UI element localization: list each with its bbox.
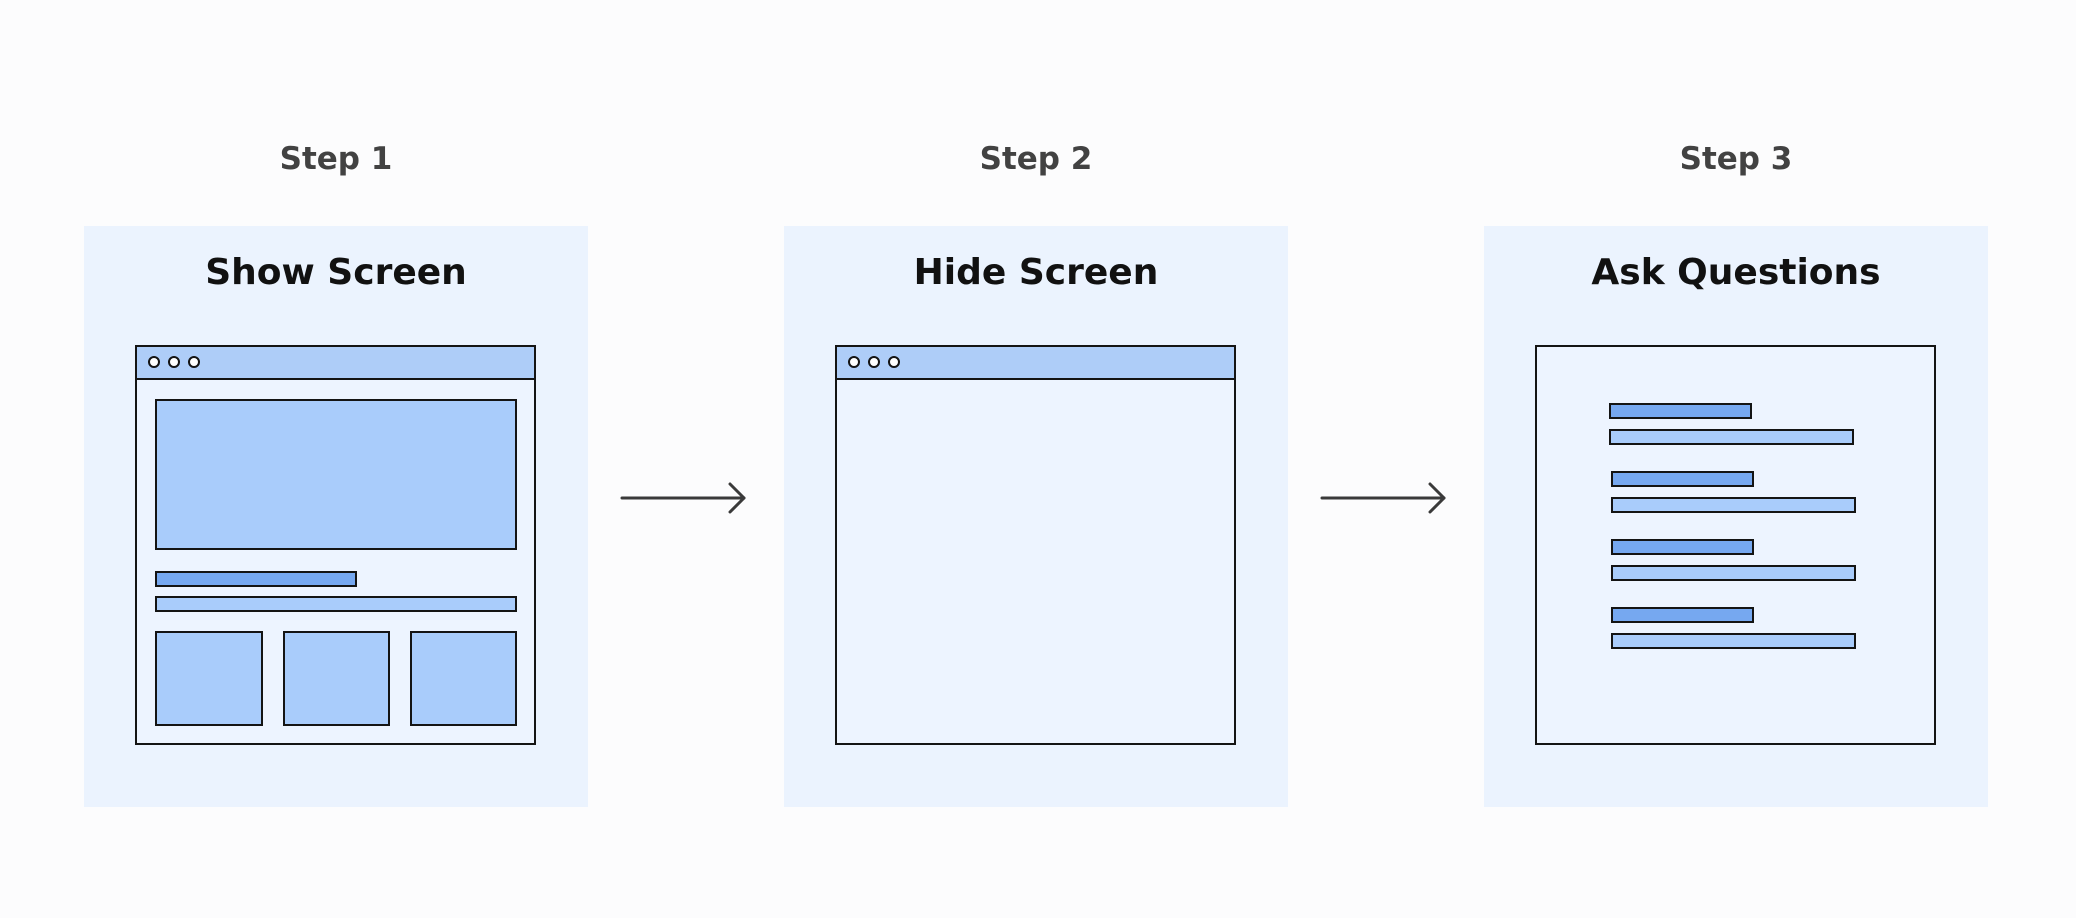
- answer-line: [1611, 565, 1856, 581]
- heading-line: [155, 571, 357, 587]
- window-dot-icon: [888, 356, 900, 368]
- window-titlebar: [137, 347, 534, 380]
- question-line: [1611, 539, 1754, 555]
- right-arrow-icon: [620, 482, 746, 514]
- hero-image-block: [155, 399, 517, 550]
- right-arrow-icon: [1320, 482, 1446, 514]
- blank-browser-window-illustration: [835, 345, 1236, 745]
- answer-line: [1609, 429, 1854, 445]
- browser-window-illustration: [135, 345, 536, 745]
- step-2-panel: Hide Screen: [784, 226, 1288, 807]
- text-line: [155, 596, 517, 612]
- step-1-title: Show Screen: [205, 252, 467, 293]
- question-line: [1609, 403, 1752, 419]
- question-line: [1611, 471, 1754, 487]
- window-dot-icon: [188, 356, 200, 368]
- answer-line: [1611, 497, 1856, 513]
- card-block: [410, 631, 517, 726]
- step-3-title: Ask Questions: [1591, 252, 1881, 293]
- window-dot-icon: [868, 356, 880, 368]
- question-line: [1611, 607, 1754, 623]
- window-titlebar: [837, 347, 1234, 380]
- card-block: [283, 631, 390, 726]
- step-3-label: Step 3: [1679, 141, 1793, 177]
- card-block: [155, 631, 263, 726]
- window-dot-icon: [148, 356, 160, 368]
- window-dot-icon: [168, 356, 180, 368]
- step-2-label: Step 2: [979, 141, 1093, 177]
- window-dot-icon: [848, 356, 860, 368]
- step-3-panel: Ask Questions: [1484, 226, 1988, 807]
- answer-line: [1611, 633, 1856, 649]
- step-1-panel: Show Screen: [84, 226, 588, 807]
- question-form-illustration: [1535, 345, 1936, 745]
- step-1-label: Step 1: [279, 141, 393, 177]
- step-2-title: Hide Screen: [913, 252, 1159, 293]
